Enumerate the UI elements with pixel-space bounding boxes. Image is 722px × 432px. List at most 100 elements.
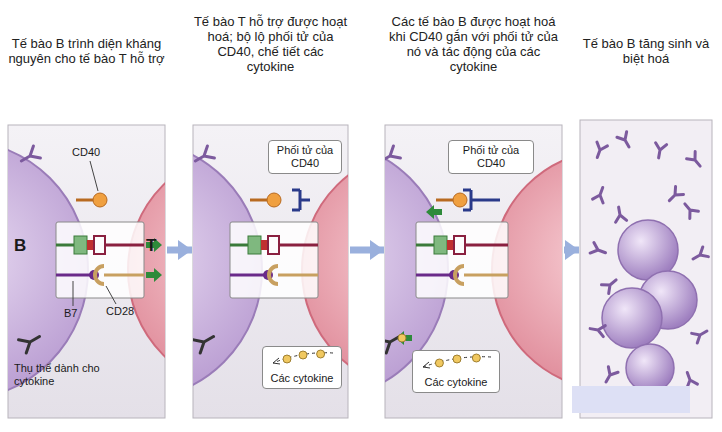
part-label: CD40 [72, 146, 100, 159]
antigen-peptide [447, 240, 453, 250]
antibody [613, 206, 627, 222]
mhc-stem [230, 244, 248, 247]
callout-box: Phối tử của CD40 [268, 140, 342, 174]
cytokine [435, 359, 443, 367]
connectors [167, 250, 579, 251]
antibody [682, 371, 697, 388]
cytokine [453, 355, 461, 363]
antibody-arm [18, 146, 41, 167]
antibody-arm [193, 330, 217, 353]
antibody-arm [593, 186, 608, 203]
cytokine-icons [263, 347, 341, 371]
antibody-arm [690, 247, 708, 264]
b-cell-receptor [385, 146, 400, 167]
cd28-molecule [455, 266, 464, 284]
antibody [692, 326, 710, 343]
antibody-arm [617, 132, 634, 150]
cell-pair [385, 140, 562, 400]
mhc-molecule [248, 236, 261, 254]
cd28-molecule [269, 266, 278, 284]
plasma-cell [626, 344, 674, 392]
cd40-stem [250, 199, 268, 202]
antibody-arm [665, 187, 683, 205]
antibody [617, 132, 634, 150]
mhc-stem [56, 244, 74, 247]
cell-letter: T [146, 236, 156, 255]
cytokine-receptor [193, 330, 217, 353]
stage-panel: Tế bào B trình diện kháng nguyên cho tế … [8, 36, 165, 418]
cytokine-icons [413, 351, 499, 375]
stage-arrow [350, 247, 384, 254]
mhc-stem [416, 244, 434, 247]
leader-line [106, 286, 116, 304]
cd28-molecule [95, 266, 104, 284]
antibody-arm [682, 371, 697, 388]
callout-text: Các cytokine [267, 350, 337, 385]
cd40-ligand [463, 190, 500, 210]
b-cell-receptor [18, 146, 41, 167]
secretion-head [273, 358, 280, 364]
callout-text: Các cytokine [417, 354, 495, 389]
antibody [687, 151, 705, 169]
cell-letter: B [14, 236, 26, 255]
cd40-ligand [292, 190, 310, 210]
cover-patch [572, 386, 690, 413]
stage-caption: Các tế bào B được hoạt hoá khi CD40 gắn … [385, 14, 562, 74]
signal-arrow [396, 331, 412, 345]
antibody-arm [592, 142, 607, 159]
stage-arrow [564, 247, 579, 254]
secretion-head [423, 362, 430, 368]
callout-box: Các cytokine [262, 346, 342, 389]
stage-arrow [167, 247, 192, 254]
synapse-inset [56, 222, 144, 298]
cd40-stem [436, 199, 454, 202]
signal-arrow [426, 205, 442, 219]
leader-line [73, 281, 74, 306]
mhc-molecule [74, 236, 87, 254]
antibody [590, 243, 607, 258]
stage-caption: Tế bào B trình diện kháng nguyên cho tế … [8, 36, 165, 66]
callout-text: Phối tử của CD40 [453, 144, 529, 170]
callout-text: Phối tử của CD40 [273, 144, 337, 170]
callout-box: Các cytokine [412, 350, 500, 393]
cd28-stem [464, 274, 508, 277]
cd28-stem [104, 274, 144, 277]
cell-pair [8, 140, 165, 400]
cytokine [299, 351, 307, 359]
part-label: B7 [64, 307, 77, 320]
b7-stem [230, 274, 264, 277]
b7-stem [416, 274, 450, 277]
leader-line [90, 161, 98, 191]
synapse-inset [230, 222, 318, 298]
tcr-molecule [454, 236, 465, 254]
antibody [589, 323, 605, 337]
b7-stem [56, 274, 90, 277]
antibody [665, 187, 683, 205]
antibody-arm [692, 326, 710, 343]
callout-box: Phối tử của CD40 [448, 140, 534, 174]
cytokine [283, 355, 291, 363]
antibody-arm [601, 276, 619, 294]
antibody-arm [687, 151, 705, 169]
tcr-stem [465, 244, 508, 247]
part-label: Thụ thể dành cho cytokine [14, 362, 132, 388]
stage-panel: Các tế bào B được hoạt hoá khi CD40 gắn … [385, 14, 562, 418]
panel-frame [580, 120, 712, 418]
antibody-arm [653, 143, 667, 159]
cd40-stem [76, 199, 94, 202]
antibody-arm [601, 367, 618, 385]
antibody-arm [681, 200, 699, 218]
cd40-molecule [453, 193, 467, 207]
antibody-arm [19, 330, 44, 353]
antibody [690, 247, 708, 264]
cd40-molecule [267, 193, 281, 207]
antibody-arm [385, 146, 400, 167]
antibody [653, 143, 667, 159]
antibody-arm [193, 146, 214, 167]
antibody-arm [613, 206, 627, 222]
cell-pair [193, 140, 348, 400]
tcr-stem [279, 244, 318, 247]
antibody [593, 186, 608, 203]
cd40-molecule [93, 193, 107, 207]
